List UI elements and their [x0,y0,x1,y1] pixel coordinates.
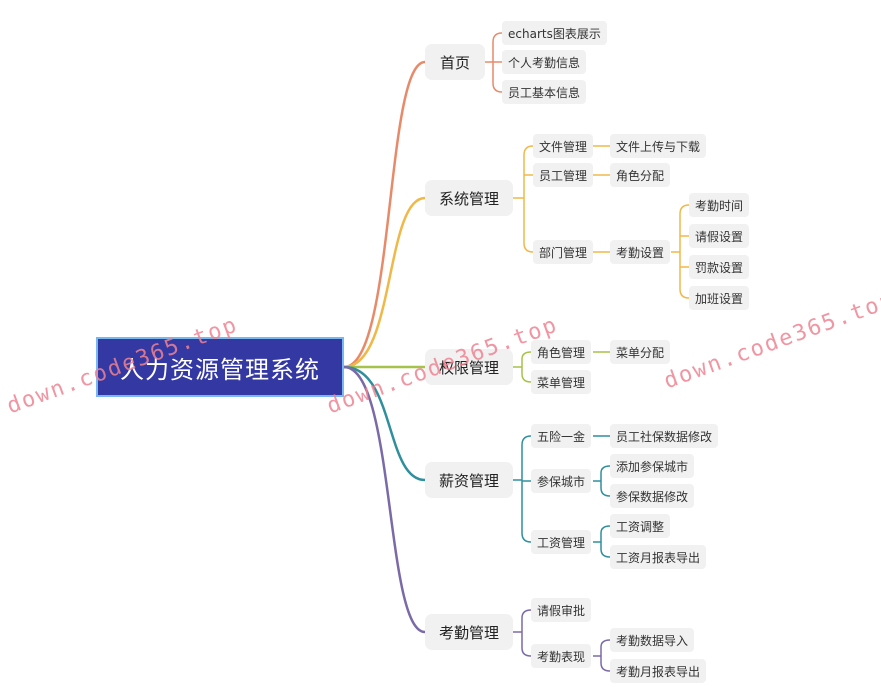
bracket-system [513,145,690,299]
node-home[interactable]: 首页 [425,44,485,80]
node-leave-approval[interactable]: 请假审批 [531,598,592,622]
node-role-manage[interactable]: 角色管理 [531,340,592,364]
node-employee-info[interactable]: 员工基本信息 [502,80,587,104]
node-wage-manage[interactable]: 工资管理 [531,530,592,554]
root-node[interactable]: 人力资源管理系统 [96,337,344,397]
node-wage-adjust[interactable]: 工资调整 [610,514,671,538]
node-system[interactable]: 系统管理 [425,180,513,216]
node-overtime-settings[interactable]: 加班设置 [689,286,750,310]
node-salary[interactable]: 薪资管理 [425,462,513,498]
node-fine-settings[interactable]: 罚款设置 [689,255,750,279]
node-add-insured-city[interactable]: 添加参保城市 [610,454,695,478]
node-social-insurance[interactable]: 五险一金 [531,424,592,448]
node-auth[interactable]: 权限管理 [425,349,513,385]
connector-root-attendance [343,365,426,634]
node-insured-city[interactable]: 参保城市 [531,469,592,493]
connector-root-home [343,60,426,369]
node-attendance-performance[interactable]: 考勤表现 [531,644,592,668]
bracket-salary [513,435,611,558]
node-attendance-settings[interactable]: 考勤设置 [610,240,671,264]
node-menu-assign[interactable]: 菜单分配 [610,340,671,364]
connector-root-system [343,196,426,369]
node-attendance-import[interactable]: 考勤数据导入 [610,628,695,652]
node-attendance[interactable]: 考勤管理 [425,614,513,650]
bracket-attendance [513,609,611,672]
connector-root-salary [343,365,426,482]
node-employee-manage[interactable]: 员工管理 [533,163,594,187]
bracket-home [485,32,503,93]
node-personal-attendance[interactable]: 个人考勤信息 [502,50,587,74]
node-social-data-edit[interactable]: 员工社保数据修改 [610,424,719,448]
node-attendance-time[interactable]: 考勤时间 [689,193,750,217]
node-file-upload[interactable]: 文件上传与下载 [610,134,707,158]
node-echarts[interactable]: echarts图表展示 [502,21,607,45]
node-file-manage[interactable]: 文件管理 [533,134,594,158]
node-wage-report-export[interactable]: 工资月报表导出 [610,545,707,569]
node-attendance-report-export[interactable]: 考勤月报表导出 [610,659,707,683]
node-department-manage[interactable]: 部门管理 [533,240,594,264]
node-leave-settings[interactable]: 请假设置 [689,224,750,248]
bracket-auth [513,351,610,383]
node-insured-data-edit[interactable]: 参保数据修改 [610,484,695,508]
node-menu-manage[interactable]: 菜单管理 [531,370,592,394]
node-role-assign[interactable]: 角色分配 [610,163,671,187]
